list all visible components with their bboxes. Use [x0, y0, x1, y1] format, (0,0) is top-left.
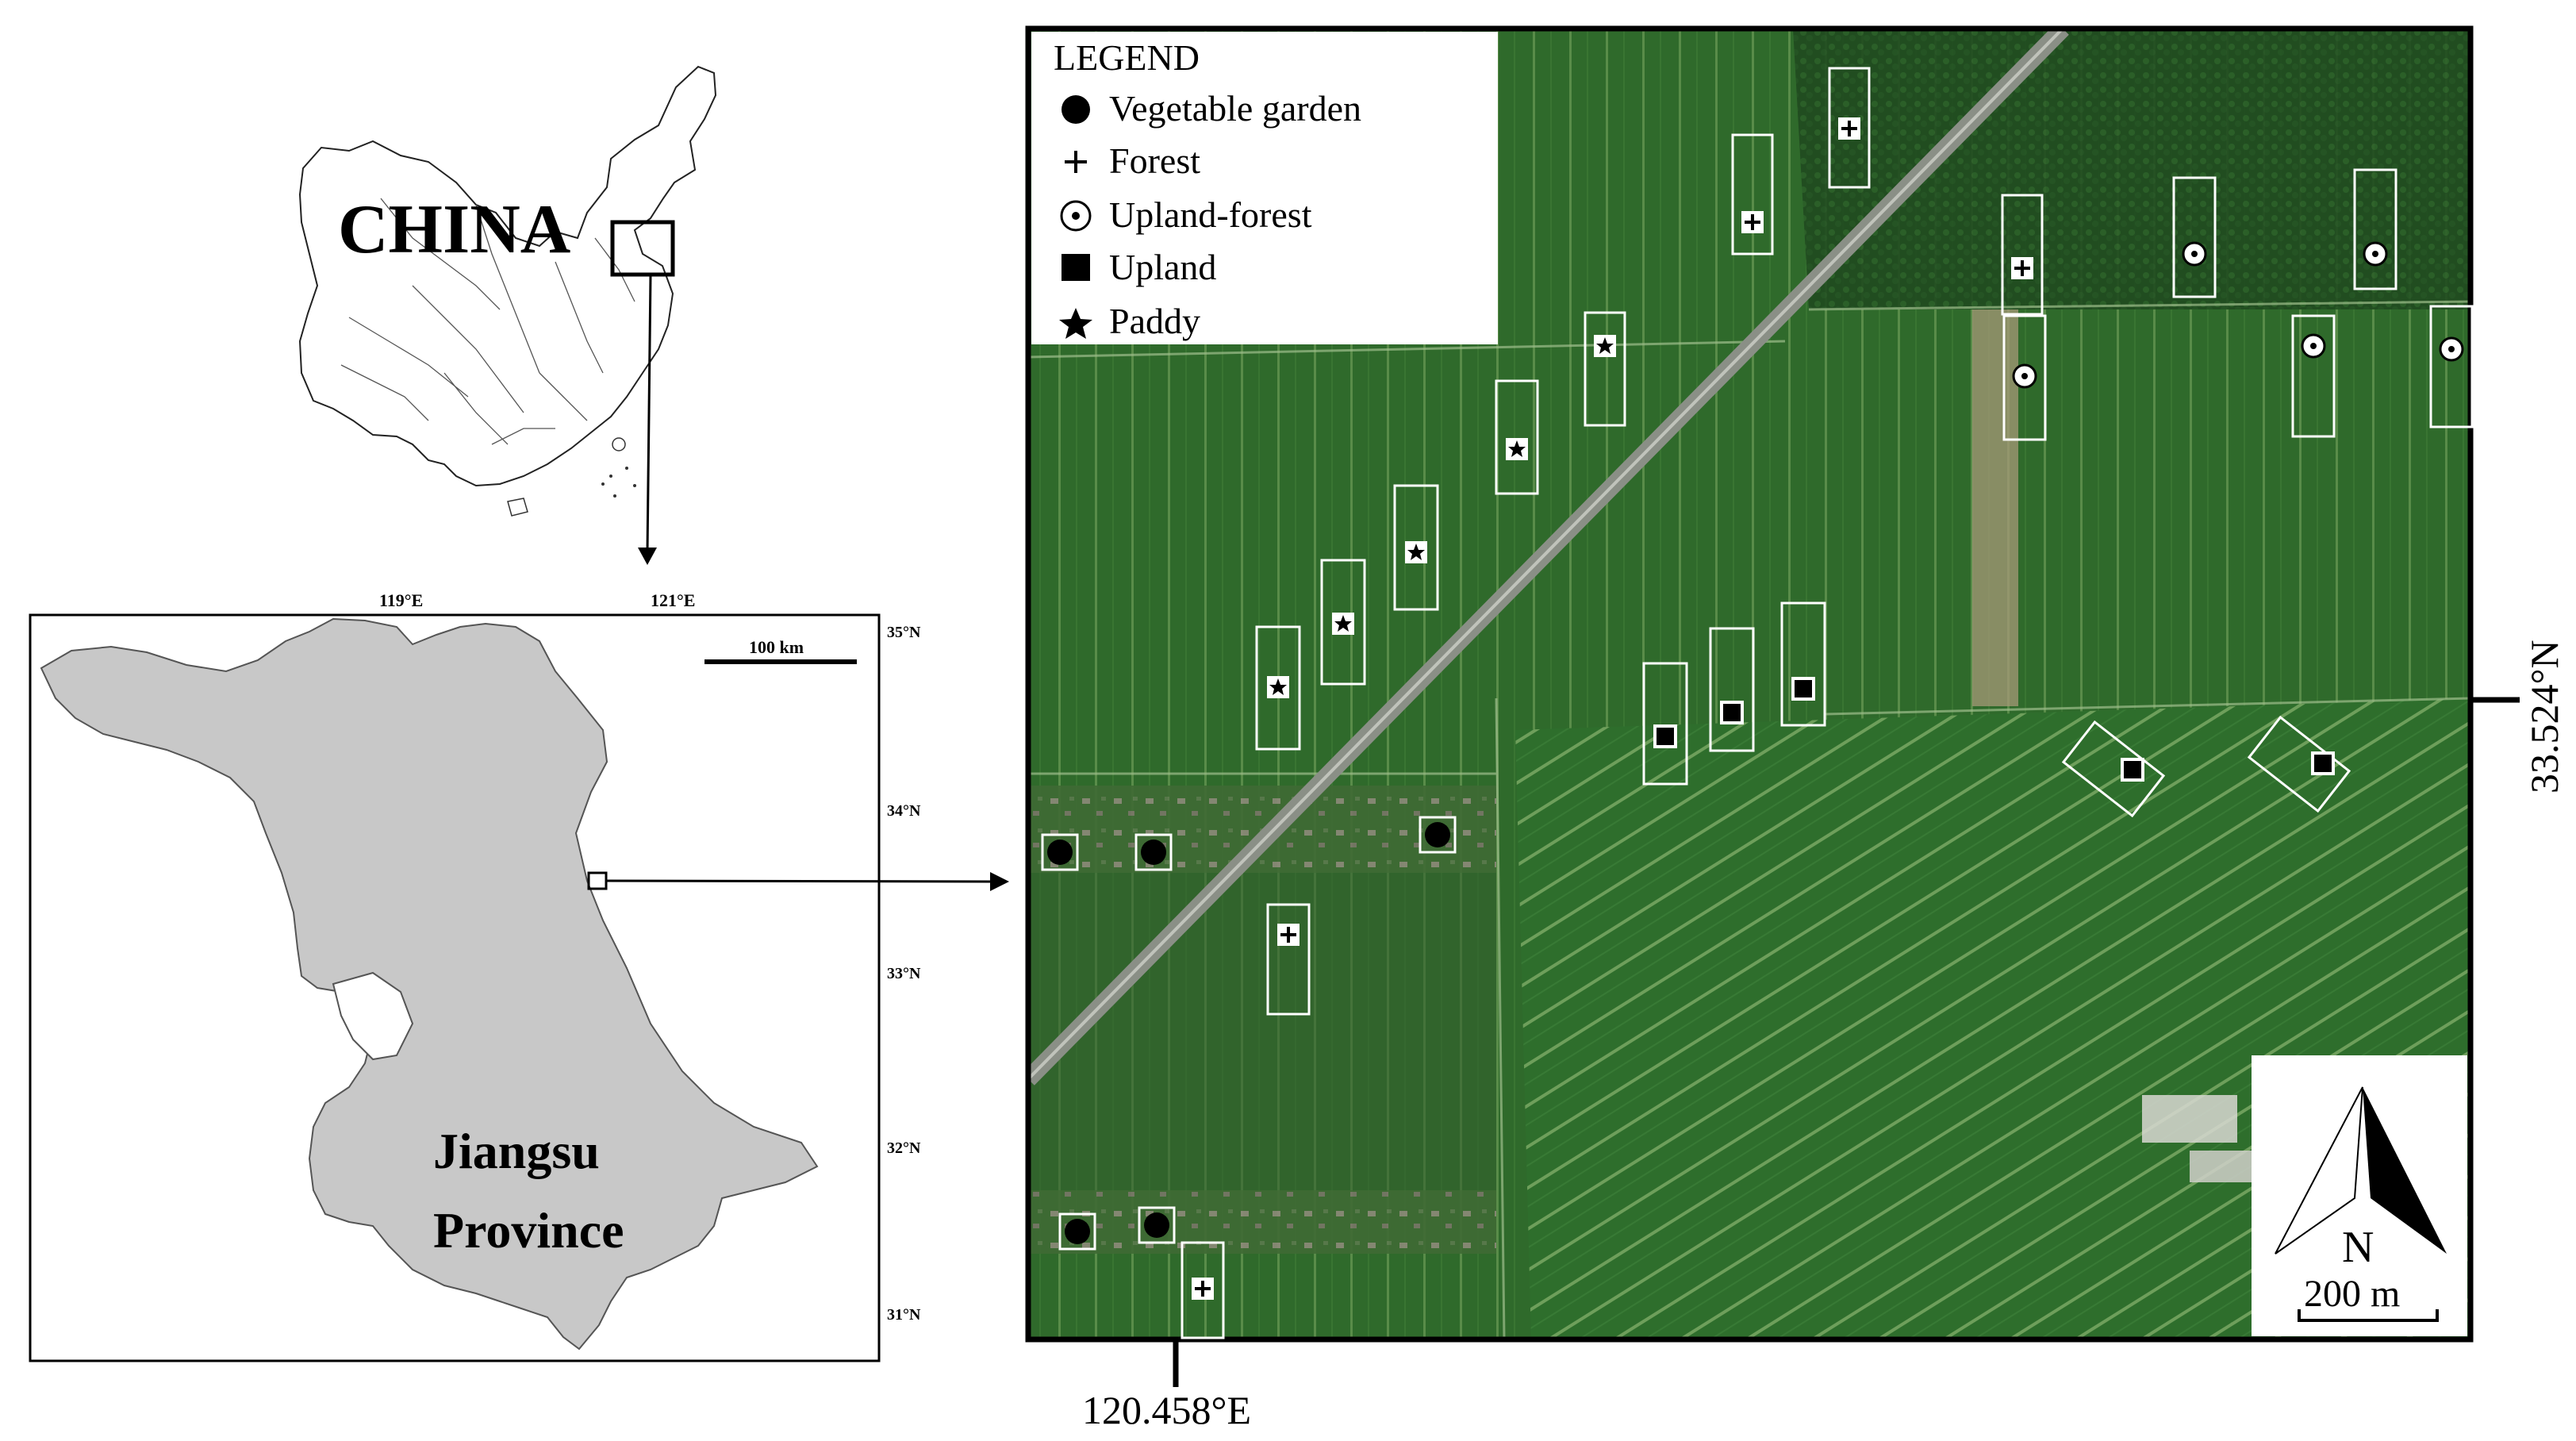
legend-box — [1031, 32, 1498, 344]
legend-item-paddy: Paddy — [1109, 301, 1200, 341]
china-inset-map: CHINA — [298, 65, 717, 565]
site-map: LEGEND Vegetable garden Forest Upland-fo… — [1025, 25, 2566, 1432]
hainan-island — [507, 498, 528, 517]
lon-tick-119: 119°E — [379, 590, 423, 610]
vegetable-garden-plots — [1041, 816, 1457, 1251]
jiangsu-province-shape — [40, 617, 819, 1351]
china-inset-jiangsu-box — [610, 220, 675, 277]
lat-tick-34: 34°N — [887, 802, 921, 820]
upland-forest-plots — [2002, 168, 2474, 441]
site-scale-bar — [2298, 1309, 2439, 1322]
south-china-sea-islands — [601, 467, 636, 498]
province-name-line1: Jiangsu — [433, 1123, 600, 1179]
upland-plot-icons — [1653, 677, 2335, 782]
china-label: CHINA — [338, 191, 570, 268]
china-outline — [298, 65, 717, 487]
china-province-borders — [340, 198, 635, 445]
legend-item-forest: Forest — [1109, 140, 1200, 181]
lat-tick-32: 32°N — [887, 1139, 921, 1157]
province-map: Jiangsu Province 100 km 119°E 121°E 35°N… — [29, 590, 1009, 1362]
province-scale-label: 100 km — [749, 637, 804, 657]
legend-item-upland-forest: Upland-forest — [1109, 194, 1312, 235]
lat-tick-31: 31°N — [887, 1306, 921, 1324]
paddy-plots — [1255, 311, 1626, 751]
site-scale-label: 200 m — [2304, 1273, 2400, 1315]
legend: LEGEND Vegetable garden Forest Upland-fo… — [1031, 32, 1498, 344]
paddy-plot-icons — [1267, 335, 1616, 698]
upland-forest-plot-icons — [2012, 241, 2464, 389]
site-lat-label: 33.524°N — [2522, 640, 2566, 794]
north-arrow-panel: N 200 m — [2252, 1055, 2467, 1336]
china-to-province-arrow-line — [646, 274, 652, 553]
legend-item-upland: Upland — [1109, 247, 1216, 287]
north-arrow-icon — [2275, 1086, 2363, 1255]
province-to-site-arrowhead — [990, 872, 1009, 891]
province-name-line2: Province — [433, 1202, 624, 1258]
forest-icon — [1065, 151, 1087, 173]
forest-plots — [1181, 67, 2044, 1339]
lat-tick-35: 35°N — [887, 624, 921, 641]
paddy-icon — [1059, 308, 1092, 339]
china-to-province-arrowhead — [638, 548, 657, 565]
province-to-site-arrow-line — [605, 879, 992, 883]
vegetable-garden-plot-icons — [1047, 822, 1450, 1244]
vegetable-garden-icon — [1061, 95, 1090, 124]
upland-plots — [1642, 601, 2351, 818]
forest-plot-icons — [1192, 117, 2033, 1300]
site-lon-label: 120.458°E — [1082, 1388, 1251, 1432]
north-label: N — [2342, 1223, 2374, 1272]
lat-tick-33: 33°N — [887, 965, 921, 982]
upland-forest-icon — [1060, 200, 1092, 232]
legend-title: LEGEND — [1054, 37, 1200, 78]
lon-tick-121: 121°E — [651, 590, 695, 610]
upland-icon — [1061, 254, 1090, 281]
legend-item-vegetable-garden: Vegetable garden — [1109, 88, 1361, 129]
site-map-frame — [1025, 25, 2474, 1343]
lake-hongze — [332, 971, 414, 1061]
taiwan-island — [612, 437, 626, 452]
